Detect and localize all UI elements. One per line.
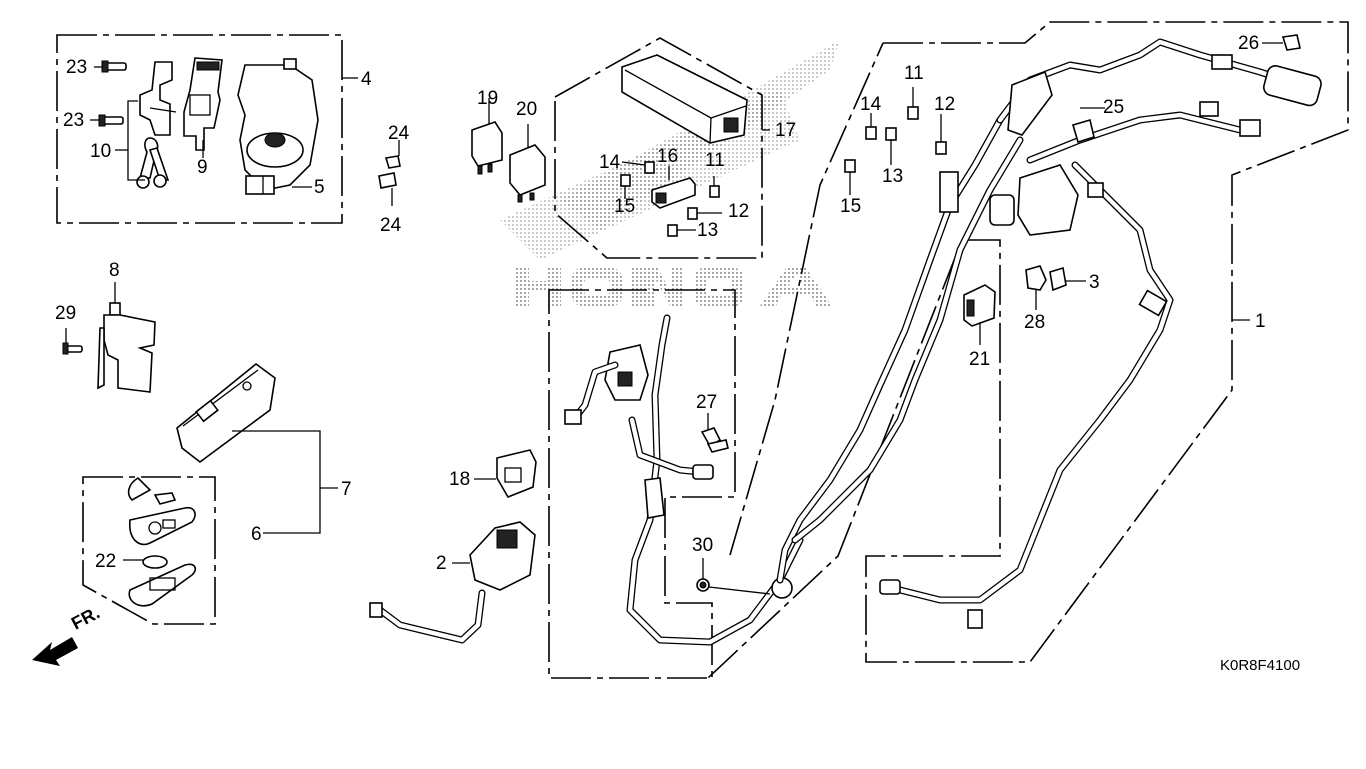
callout-7[interactable]: 7 <box>341 479 352 500</box>
callout-26[interactable]: 26 <box>1238 33 1260 54</box>
callout-21[interactable]: 21 <box>969 349 991 370</box>
callout-24-bottom[interactable]: 24 <box>380 215 402 236</box>
bracket-8 <box>97 282 156 393</box>
fuse-holder-16 <box>651 166 696 209</box>
callout-23-top[interactable]: 23 <box>66 57 88 78</box>
callout-17[interactable]: 17 <box>775 120 797 141</box>
front-direction-arrow-icon <box>32 637 78 666</box>
screws-24 <box>378 140 401 206</box>
callout-10[interactable]: 10 <box>90 141 112 162</box>
callout-20[interactable]: 20 <box>516 99 538 120</box>
clips-11-15 <box>844 87 947 195</box>
sub-harness <box>564 314 804 646</box>
callout-30[interactable]: 30 <box>692 535 714 556</box>
callout-6[interactable]: 6 <box>251 524 262 545</box>
main-wire-harness-1 <box>776 34 1322 629</box>
connector-3 <box>1049 266 1086 292</box>
screw-23-lower <box>90 114 124 127</box>
group-box-fuse <box>554 37 763 259</box>
callout-19[interactable]: 19 <box>477 88 499 109</box>
relay-20 <box>509 124 546 203</box>
ignition-unit-5 <box>237 58 319 195</box>
key-cylinder-cover-10 <box>115 61 177 189</box>
relay-19 <box>471 98 503 175</box>
control-module-18 <box>474 449 537 498</box>
callout-12-fusebox[interactable]: 12 <box>728 201 750 222</box>
callout-14-harness[interactable]: 14 <box>860 94 882 115</box>
callout-22[interactable]: 22 <box>95 551 117 572</box>
callout-8[interactable]: 8 <box>109 260 120 281</box>
switch-21 <box>963 284 996 345</box>
callout-27[interactable]: 27 <box>696 392 718 413</box>
group-box-main-harness <box>707 21 1349 679</box>
socket-harness-2 <box>369 521 536 644</box>
callout-5[interactable]: 5 <box>314 177 325 198</box>
callout-1[interactable]: 1 <box>1255 311 1266 332</box>
fuse-box-17 <box>621 54 748 144</box>
screw-29 <box>62 328 83 355</box>
smart-control-unit-7 <box>176 362 338 534</box>
callout-28[interactable]: 28 <box>1024 312 1046 333</box>
switch-module-9 <box>183 57 223 158</box>
callout-15-harness[interactable]: 15 <box>840 196 862 217</box>
callout-2[interactable]: 2 <box>436 553 447 574</box>
callout-11-harness[interactable]: 11 <box>904 63 924 84</box>
nut-30 <box>696 558 793 599</box>
callout-13-harness[interactable]: 13 <box>882 166 904 187</box>
callout-29[interactable]: 29 <box>55 303 77 324</box>
callout-25[interactable]: 25 <box>1103 97 1125 118</box>
connector-28 <box>1025 265 1047 310</box>
callout-11-fusebox[interactable]: 11 <box>705 150 725 171</box>
group-box-sub-harness <box>548 289 736 679</box>
callout-23-lower[interactable]: 23 <box>63 110 85 131</box>
callout-18[interactable]: 18 <box>449 469 471 490</box>
callout-16[interactable]: 16 <box>657 146 679 167</box>
callout-12-harness[interactable]: 12 <box>934 94 956 115</box>
callout-3[interactable]: 3 <box>1089 272 1100 293</box>
diagram-code: K0R8F4100 <box>1220 657 1301 674</box>
screw-23-top <box>94 60 127 73</box>
group-box-ignition <box>56 34 343 224</box>
callout-14-fusebox[interactable]: 14 <box>599 152 621 173</box>
group-box-smart-key <box>82 476 216 625</box>
smart-key-fob-6 <box>123 476 197 607</box>
callout-24-top[interactable]: 24 <box>388 123 410 144</box>
clamp-27 <box>700 413 729 453</box>
small-fuses <box>620 161 722 237</box>
callout-13-fusebox[interactable]: 13 <box>697 220 719 241</box>
callout-9[interactable]: 9 <box>197 157 208 178</box>
callout-15-fusebox[interactable]: 15 <box>614 196 636 217</box>
callout-4[interactable]: 4 <box>361 69 372 90</box>
